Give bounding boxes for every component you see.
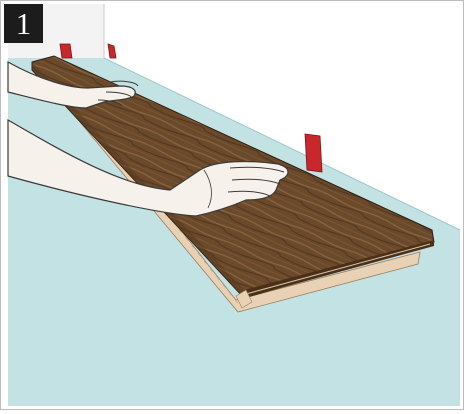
step-number-badge: 1 xyxy=(4,4,43,43)
spacer-wedge-icon xyxy=(60,44,72,58)
spacer-wedge-icon xyxy=(305,134,322,172)
